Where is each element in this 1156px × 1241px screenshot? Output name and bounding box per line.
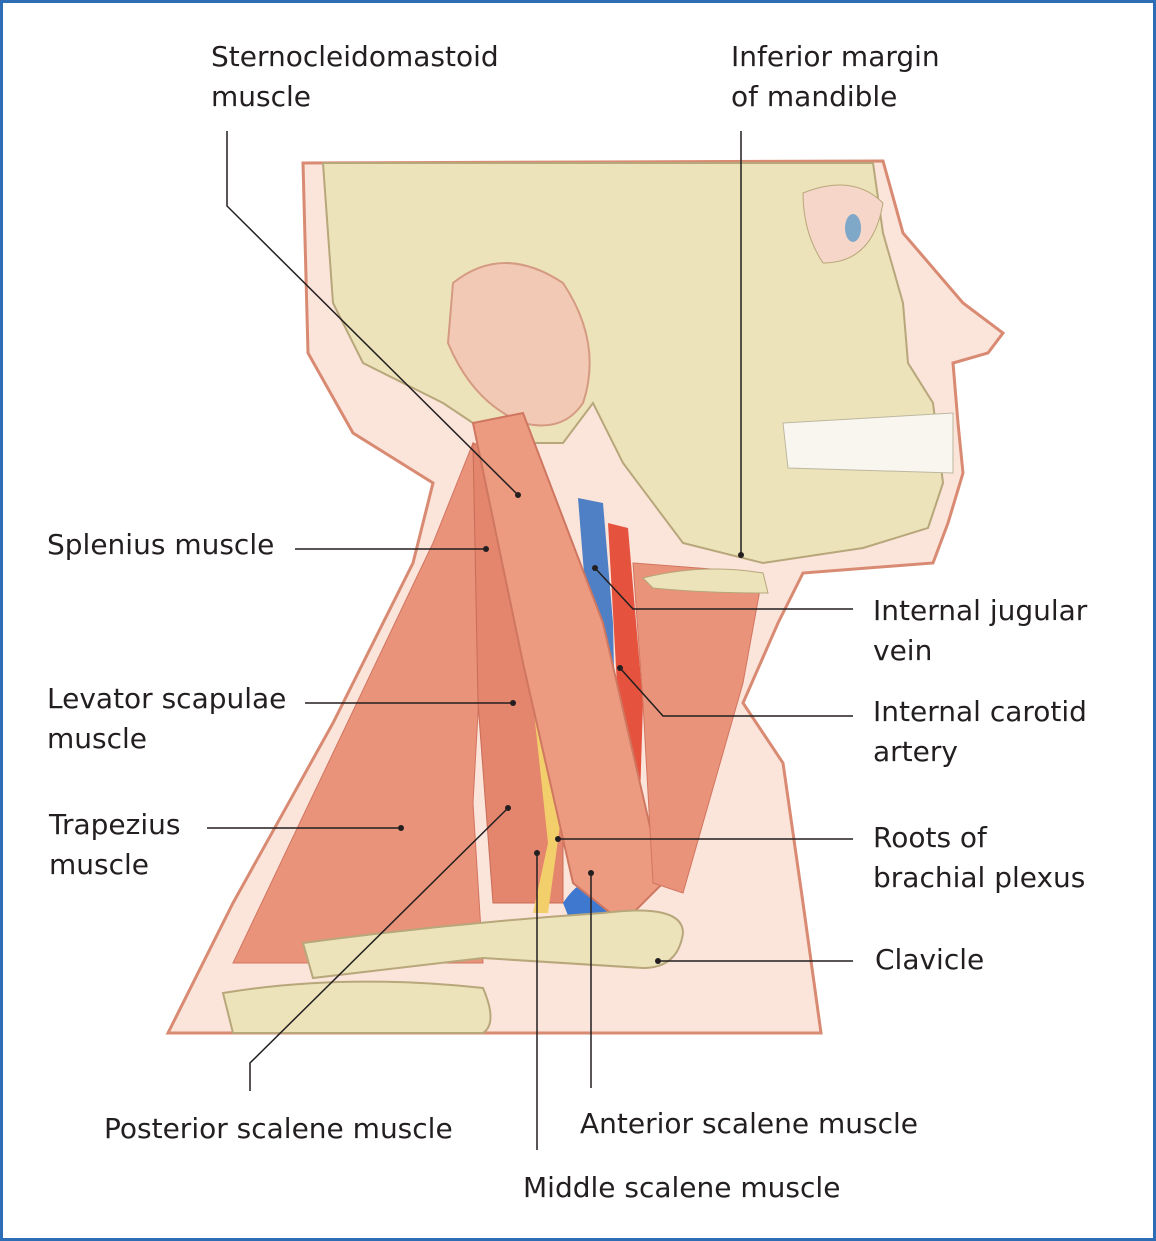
orbit — [802, 184, 884, 264]
leader-dots — [398, 492, 744, 964]
label-line: Posterior scalene muscle — [104, 1112, 453, 1145]
label-line: muscle — [211, 80, 312, 113]
label-splenius: Splenius muscle — [47, 525, 274, 565]
leader-internal-carotid — [619, 667, 853, 717]
eye — [845, 214, 861, 242]
label-line: Middle scalene muscle — [523, 1171, 841, 1204]
scapula — [221, 980, 492, 1034]
label-line: muscle — [49, 848, 150, 881]
label-line: Clavicle — [875, 943, 985, 976]
label-line: Trapezius — [49, 808, 181, 841]
sternocleidomastoid-muscle — [471, 411, 665, 925]
hyoid-bone — [642, 568, 769, 594]
label-line: Splenius muscle — [47, 528, 275, 561]
label-line: muscle — [47, 722, 148, 755]
teeth — [782, 412, 954, 474]
label-line: Inferior margin — [731, 40, 940, 73]
label-line: Roots of — [873, 821, 987, 854]
leader-lines — [207, 131, 853, 1150]
label-line: brachial plexus — [873, 861, 1086, 894]
label-posterior-scalene: Posterior scalene muscle — [104, 1109, 453, 1149]
label-anterior-scalene: Anterior scalene muscle — [580, 1104, 918, 1144]
label-internal-jugular: Internal jugular vein — [873, 591, 1087, 671]
label-brachial-plexus: Roots of brachial plexus — [873, 818, 1085, 898]
label-trapezius: Trapezius muscle — [49, 805, 180, 885]
neck-illustration — [165, 131, 1006, 1150]
ear — [446, 262, 591, 427]
label-line: Sternocleidomastoid — [211, 40, 499, 73]
label-line: Internal carotid — [873, 695, 1087, 728]
label-line: Internal jugular — [873, 594, 1088, 627]
label-inferior-margin: Inferior margin of mandible — [731, 37, 940, 117]
label-sternocleidomastoid: Sternocleidomastoid muscle — [211, 37, 499, 117]
label-line: Levator scapulae — [47, 682, 287, 715]
label-middle-scalene: Middle scalene muscle — [523, 1168, 840, 1208]
leader-posterior-scalene — [249, 807, 509, 1091]
label-line: artery — [873, 735, 958, 768]
label-clavicle: Clavicle — [875, 940, 984, 980]
label-internal-carotid: Internal carotid artery — [873, 692, 1087, 772]
label-line: vein — [873, 634, 933, 667]
leader-internal-jugular — [594, 567, 853, 610]
label-levator-scapulae: Levator scapulae muscle — [47, 679, 286, 759]
label-line: of mandible — [731, 80, 898, 113]
leader-sternocleidomastoid — [226, 131, 519, 496]
label-line: Anterior scalene muscle — [580, 1107, 918, 1140]
